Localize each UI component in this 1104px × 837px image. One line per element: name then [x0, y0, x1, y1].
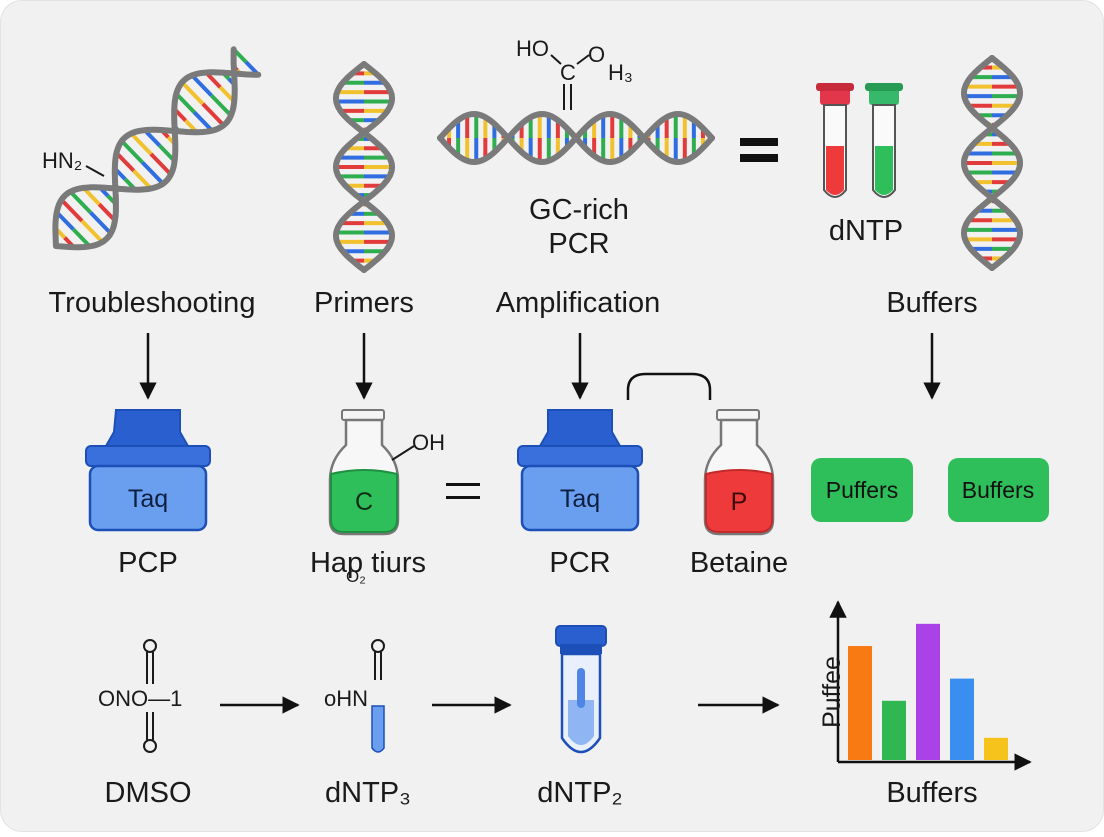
taq-label: Taq: [560, 485, 600, 513]
equals-sign: [740, 138, 778, 162]
chart-bar: [950, 678, 974, 760]
buffers-badge: Buffers: [948, 458, 1049, 522]
flask-icon: P: [703, 409, 775, 536]
pcr-label: PCR: [549, 547, 610, 579]
test-tube-icon: [555, 625, 607, 754]
flask-icon: C: [328, 409, 415, 536]
o-label: O: [588, 42, 605, 67]
connector-bracket: [626, 372, 712, 400]
chart-bar: [848, 646, 872, 760]
oh-label: OH: [412, 430, 445, 455]
puffers-badge: Puffers: [811, 458, 913, 522]
primers-label: Primers: [314, 287, 414, 319]
dntp3-label: dNTP₃: [325, 777, 411, 809]
equals-sign: [446, 483, 480, 499]
chart-bar: [916, 623, 940, 760]
molecule-icon: [371, 639, 385, 753]
chart-bar: [882, 700, 906, 760]
hn2-label: HN₂: [42, 148, 82, 173]
carboxyl-group-icon: HO C O H₃: [516, 36, 633, 110]
dna-helix-icon: [437, 110, 715, 166]
c-label: C: [560, 60, 576, 85]
test-tube-icon: [816, 83, 854, 198]
pcp-label: PCP: [118, 547, 178, 579]
betaine-label: Betaine: [690, 547, 788, 579]
o2-label: O₂: [346, 567, 366, 586]
dna-helix-icon: [960, 55, 1024, 271]
puffers-badge-label: Puffers: [826, 477, 898, 503]
amplification-label: Amplification: [496, 287, 660, 319]
y-axis-label: Puffee: [818, 656, 846, 728]
dntp2-label: dNTP₂: [537, 777, 622, 809]
ono-label: ONO—1: [98, 686, 182, 711]
bar-chart: Puffee Buffers: [818, 600, 1032, 809]
buffers-badge-label: Buffers: [962, 477, 1034, 503]
dna-helix-icon: [332, 61, 396, 273]
bond-line: [85, 165, 105, 177]
h3-label: H₃: [608, 60, 633, 85]
molecule-icon: [143, 639, 157, 753]
chart-bar: [984, 737, 1008, 760]
ohn-label: oHN: [324, 686, 368, 711]
x-axis-label: Buffers: [886, 777, 977, 809]
dmso-label: DMSO: [105, 777, 192, 809]
taq-bottle-icon: Taq: [85, 409, 211, 532]
gc-rich-label: GC-rich: [529, 194, 629, 226]
dntp-label: dNTP: [829, 215, 903, 247]
flask-c-label: C: [355, 488, 373, 516]
buffers-label: Buffers: [886, 287, 977, 319]
dna-helix-icon: [52, 46, 262, 251]
hap-label: Hap tiurs: [310, 547, 426, 579]
taq-bottle-icon: Taq: [517, 409, 643, 532]
ho-label: HO: [516, 36, 549, 61]
pcr-label: PCR: [548, 228, 609, 260]
troubleshooting-label: Troubleshooting: [49, 287, 256, 319]
flask-p-label: P: [731, 488, 748, 516]
test-tube-icon: [865, 83, 903, 198]
taq-label: Taq: [128, 485, 168, 513]
